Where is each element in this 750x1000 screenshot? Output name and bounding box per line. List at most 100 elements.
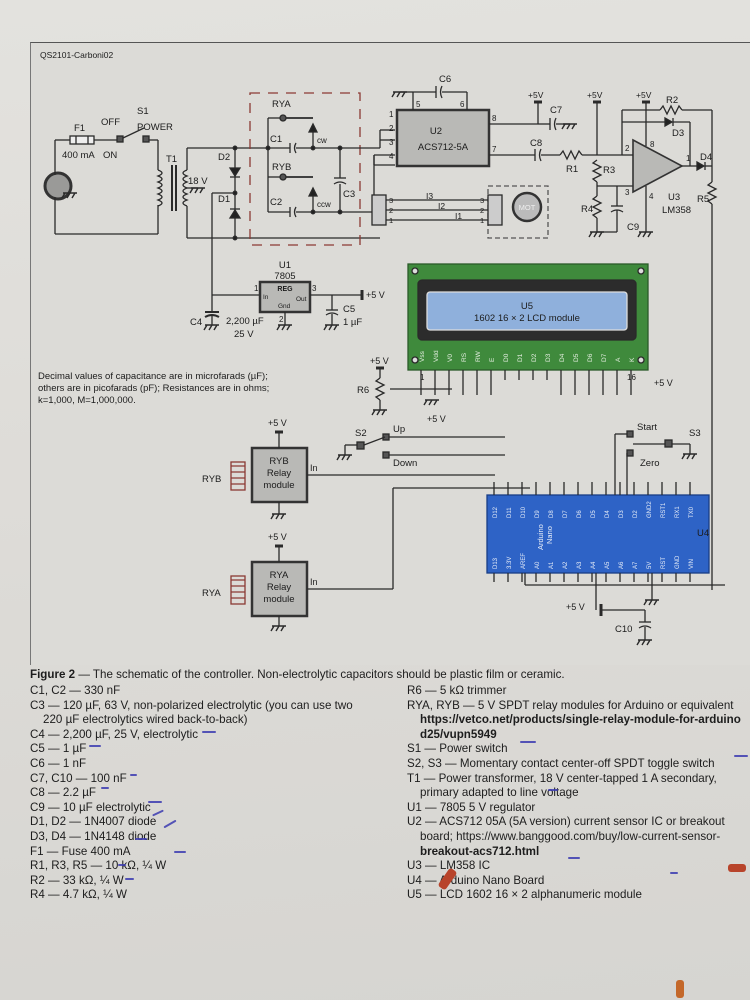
label-rya-contact: RYA [272, 99, 291, 110]
label-c5: C5 [343, 304, 355, 315]
parts-list-item[interactable]: breakout-acs712.html [420, 844, 540, 858]
label-start: Start [637, 422, 657, 433]
label-r2: R2 [666, 95, 678, 106]
terminal-2: 2 [389, 206, 393, 215]
diode-d4 [696, 160, 706, 172]
label-c4-voltage: 25 V [234, 329, 254, 340]
nano-bottom-pin-label: 5V [647, 562, 653, 569]
ground-icon [588, 231, 604, 238]
u2-pin-7: 7 [492, 145, 497, 154]
label-rya-coil: RYA [202, 588, 221, 599]
switch-s2 [356, 441, 365, 450]
ground-icon [203, 324, 219, 331]
u2-pin-8: 8 [492, 114, 497, 123]
parts-list-item: RYA, RYB — 5 V SPDT relay modules for Ar… [407, 698, 734, 712]
caption-label: Figure 2 [30, 668, 76, 681]
parts-list-item: primary adapted to line voltage [420, 786, 579, 800]
arduino-nano-u4 [486, 494, 710, 574]
nano-label-arduino: Arduino [536, 524, 545, 550]
nano-bottom-pin-label: GND [675, 555, 681, 569]
relay-contacts-box [249, 92, 361, 246]
label-r3: R3 [603, 165, 615, 176]
parts-list-item: C9 — 10 µF electrolytic [30, 800, 151, 814]
u3-pin-8: 8 [650, 140, 655, 149]
u3-pin-3: 3 [625, 188, 630, 197]
label-d2: D2 [218, 152, 230, 163]
nano-top-pin-label: D11 [507, 507, 513, 518]
label-5v-u3: +5V [636, 90, 652, 100]
label-s3: S3 [689, 428, 701, 439]
pencil-tip [728, 864, 746, 872]
u2-pin-6: 6 [460, 100, 465, 109]
resistor-r4 [591, 195, 603, 219]
lcd-pin-label: D7 [601, 353, 608, 362]
label-c6: C6 [439, 74, 451, 85]
ic-u2-acs712 [395, 108, 491, 168]
label-i1: I1 [455, 211, 462, 221]
lcd-pin-label: D5 [573, 353, 580, 362]
label-ccw: ccw [317, 200, 331, 209]
diode-d1 [228, 208, 242, 219]
ground-icon [270, 513, 286, 520]
label-f1-value: 400 mA [62, 150, 95, 161]
lcd-screen [426, 291, 628, 331]
parts-list-item[interactable]: board; https://www.banggood.com/buy/low-… [420, 829, 721, 843]
relay-coil-ryb-icon [230, 461, 246, 491]
nano-bottom-pin-label: A5 [605, 561, 611, 569]
resistor-r3 [591, 159, 603, 183]
label-c4-value: 2,200 µF [226, 316, 264, 327]
nano-bottom-pin-label: A3 [577, 561, 583, 569]
parts-list-item: C8 — 2.2 µF [30, 786, 96, 800]
parts-list-item: C1, C2 — 330 nF [30, 684, 121, 697]
label-u2: U2 [430, 126, 442, 137]
parts-list-item: R1, R3, R5 — 10 kΩ, ¼ W [30, 859, 167, 873]
label-s1: S1 [137, 106, 149, 117]
parts-list-item: D1, D2 — 1N4007 diode [30, 815, 157, 829]
label-off: OFF [101, 117, 120, 128]
ground-icon [336, 454, 352, 461]
parts-list-item: U2 — ACS712 05A (5A version) current sen… [407, 815, 725, 829]
label-c8: C8 [530, 138, 542, 149]
lcd-pin-label: D0 [503, 353, 510, 362]
nano-bottom-pin-label: A7 [633, 561, 639, 569]
parts-list-item: U1 — 7805 5 V regulator [407, 800, 536, 814]
pen-mark [135, 838, 147, 840]
trimmer-r6 [374, 377, 386, 401]
pen-mark [568, 857, 580, 859]
ground-icon [643, 599, 659, 606]
label-ryb-in: In [310, 463, 318, 473]
parts-list-item: C7, C10 — 100 nF [30, 771, 127, 785]
label-u1: U1 [279, 260, 291, 271]
pencil-tip [676, 980, 684, 998]
label-up: Up [393, 424, 405, 435]
parts-list-item: R6 — 5 kΩ trimmer [407, 684, 507, 697]
nano-top-pin-label: D9 [535, 510, 541, 518]
label-u1-part: 7805 [274, 271, 295, 282]
label-ryb-contact: RYB [272, 162, 291, 173]
parts-list-item: C6 — 1 nF [30, 756, 87, 770]
label-u5-part: 1602 16 × 2 LCD module [474, 313, 580, 324]
label-r4: R4 [581, 204, 593, 215]
parts-list-item[interactable]: https://vetco.net/products/single-relay-… [420, 713, 741, 727]
label-d3: D3 [672, 128, 684, 139]
nano-bottom-pin-label: A2 [563, 561, 569, 569]
note-line-1: Decimal values of capacitance are in mic… [38, 371, 268, 382]
label-5v-lcd: +5 V [654, 378, 673, 388]
parts-list-item: D3, D4 — 1N4148 diode [30, 829, 157, 843]
relay-module-rya [250, 560, 309, 618]
lcd-pin-label: D2 [531, 353, 538, 362]
parts-list-item[interactable]: d25/vupn5949 [420, 727, 497, 741]
nano-top-pin-label: D7 [563, 510, 569, 518]
label-u3-part: LM358 [662, 205, 691, 216]
parts-list-item: C4 — 2,200 µF, 25 V, electrolytic [30, 727, 199, 741]
ground-icon [637, 231, 653, 238]
note-line-3: k=1,000, M=1,000,000. [38, 395, 136, 406]
nano-top-pin-label: GND2 [647, 501, 653, 518]
reg-pin-1: 1 [254, 284, 259, 293]
schematic: QS2101-Carboni02 F1 400 mA OFF ON S1 POW… [38, 50, 725, 646]
motor-icon [511, 191, 543, 223]
label-u3: U3 [668, 192, 680, 203]
ryb-module-relay: Relay [267, 468, 292, 479]
